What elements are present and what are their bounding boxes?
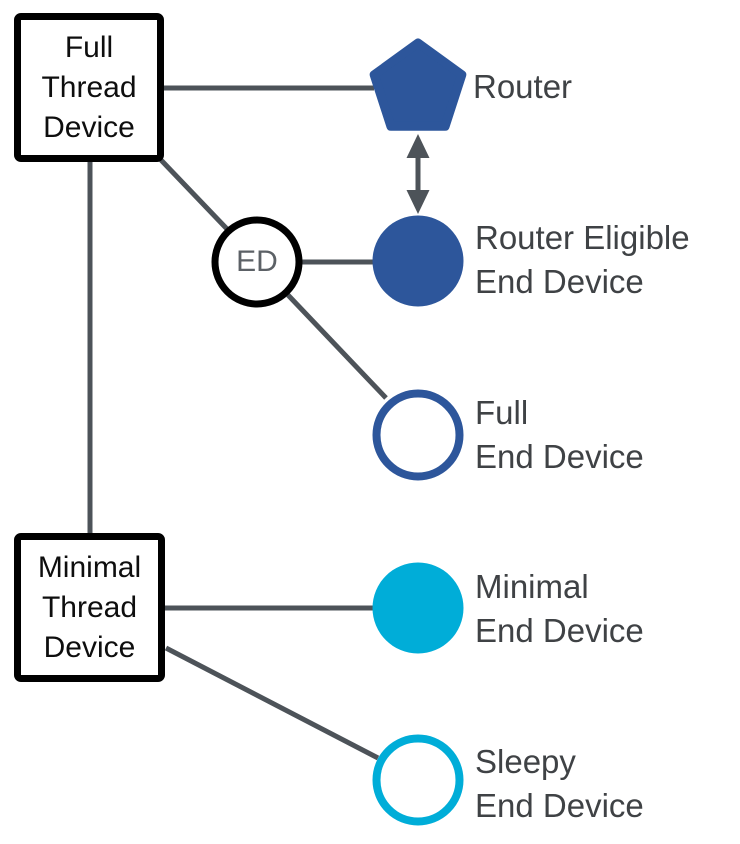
minimal-thread-device-box: Minimal Thread Device	[14, 533, 165, 682]
router-eligible-end-device-label: Router Eligible End Device	[475, 219, 690, 300]
router-pentagon-icon	[369, 38, 467, 131]
full-end-device-label: Full End Device	[475, 394, 644, 475]
connector-ftd-to-ed	[159, 158, 229, 231]
full-end-device-circle-icon	[372, 389, 464, 481]
connector-ed-to-fed	[286, 293, 388, 400]
full-thread-device-box: Full Thread Device	[14, 13, 164, 162]
sleepy-end-device-label: Sleepy End Device	[475, 743, 644, 824]
arrow-head-down-icon	[406, 190, 430, 214]
ed-badge-label: ED	[236, 245, 278, 278]
router-label: Router	[473, 68, 573, 105]
router-eligible-end-device-circle-icon	[372, 215, 464, 307]
minimal-end-device-circle-icon	[372, 562, 464, 654]
bidirectional-arrow	[406, 134, 430, 214]
ed-circle-icon	[211, 216, 303, 308]
connector-mtd-to-sed	[164, 645, 380, 761]
minimal-end-device-label: Minimal End Device	[475, 568, 644, 649]
arrow-head-up-icon	[406, 134, 430, 158]
sleepy-end-device-circle-icon	[372, 734, 464, 826]
